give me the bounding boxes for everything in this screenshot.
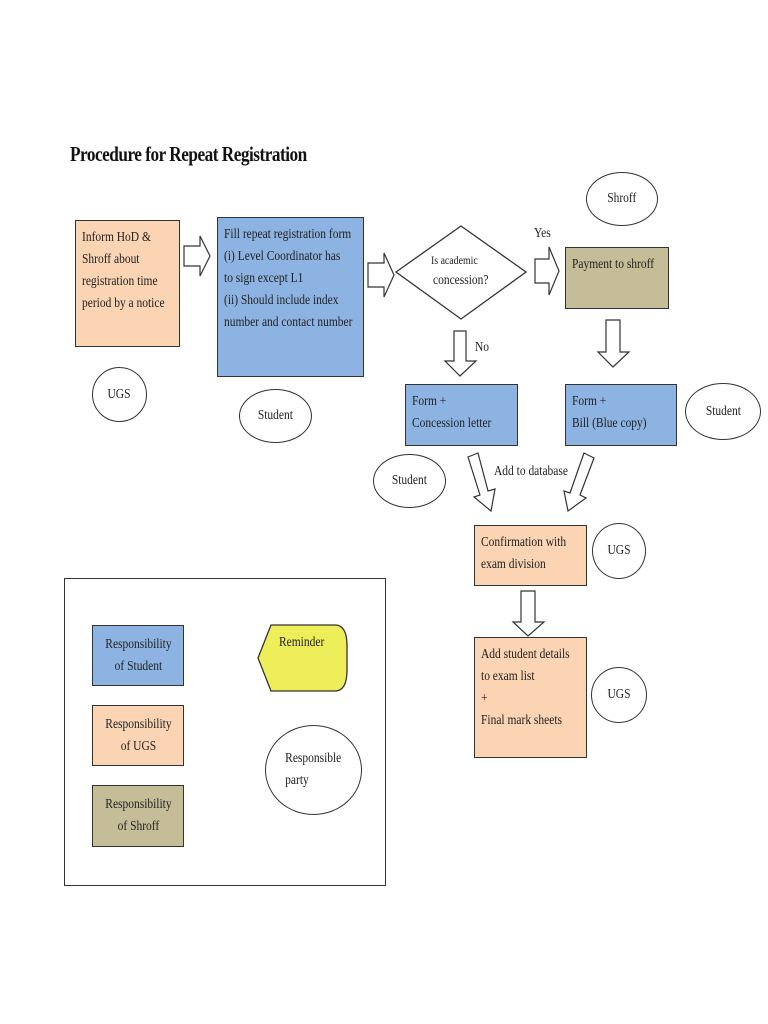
arrow-no bbox=[443, 330, 478, 377]
no-label: No bbox=[475, 340, 490, 355]
final-step-text: Add student details to exam list + Final… bbox=[481, 647, 570, 728]
legend bbox=[64, 578, 386, 886]
add-to-database-label: Add to database bbox=[494, 464, 568, 479]
payment-text: Payment to shroff bbox=[572, 257, 655, 272]
bill-text: Form + Bill (Blue copy) bbox=[572, 394, 647, 431]
party-student-2: Student bbox=[373, 454, 446, 508]
bill-step: Form + Bill (Blue copy) bbox=[565, 384, 677, 446]
party-student-1: Student bbox=[239, 389, 312, 443]
party-ugs-1: UGS bbox=[92, 367, 147, 422]
decision-text-2: concession? bbox=[433, 273, 489, 288]
confirmation-text: Confirmation with exam division bbox=[481, 535, 567, 572]
arrow-down-payment bbox=[596, 319, 631, 368]
arrow-right-1 bbox=[183, 235, 211, 277]
legend-reminder-shape bbox=[257, 624, 348, 692]
confirmation-step: Confirmation with exam division bbox=[474, 525, 587, 586]
arrow-yes bbox=[534, 246, 560, 296]
decision-text-1: Is academic bbox=[431, 253, 478, 267]
arrow-merge-left bbox=[467, 452, 496, 513]
party-student-3: Student bbox=[685, 383, 761, 440]
legend-responsible-party: Responsible party bbox=[265, 725, 362, 815]
party-shroff: Shroff bbox=[586, 172, 658, 226]
arrow-down-confirm bbox=[511, 590, 546, 637]
inform-hod-text: Inform HoD & Shroff about registration t… bbox=[82, 230, 165, 311]
arrow-merge-right bbox=[563, 452, 595, 513]
fill-form-step: Fill repeat registration form (i) Level … bbox=[217, 217, 364, 377]
decision-diamond bbox=[394, 225, 528, 320]
legend-student: Responsibility of Student bbox=[92, 625, 184, 686]
legend-reminder-label: Reminder bbox=[279, 635, 325, 650]
concession-step: Form + Concession letter bbox=[405, 384, 518, 446]
arrow-right-2 bbox=[367, 252, 395, 298]
fill-form-text: Fill repeat registration form (i) Level … bbox=[224, 227, 353, 330]
party-ugs-3: UGS bbox=[591, 667, 647, 723]
legend-ugs: Responsibility of UGS bbox=[92, 705, 184, 766]
legend-shroff: Responsibility of Shroff bbox=[92, 785, 184, 847]
final-step: Add student details to exam list + Final… bbox=[474, 637, 587, 758]
yes-label: Yes bbox=[534, 226, 551, 241]
page-title: Procedure for Repeat Registration bbox=[70, 142, 307, 166]
party-ugs-2: UGS bbox=[592, 523, 646, 579]
concession-text: Form + Concession letter bbox=[412, 394, 492, 431]
payment-step: Payment to shroff bbox=[565, 247, 669, 309]
inform-hod-step: Inform HoD & Shroff about registration t… bbox=[75, 220, 180, 347]
